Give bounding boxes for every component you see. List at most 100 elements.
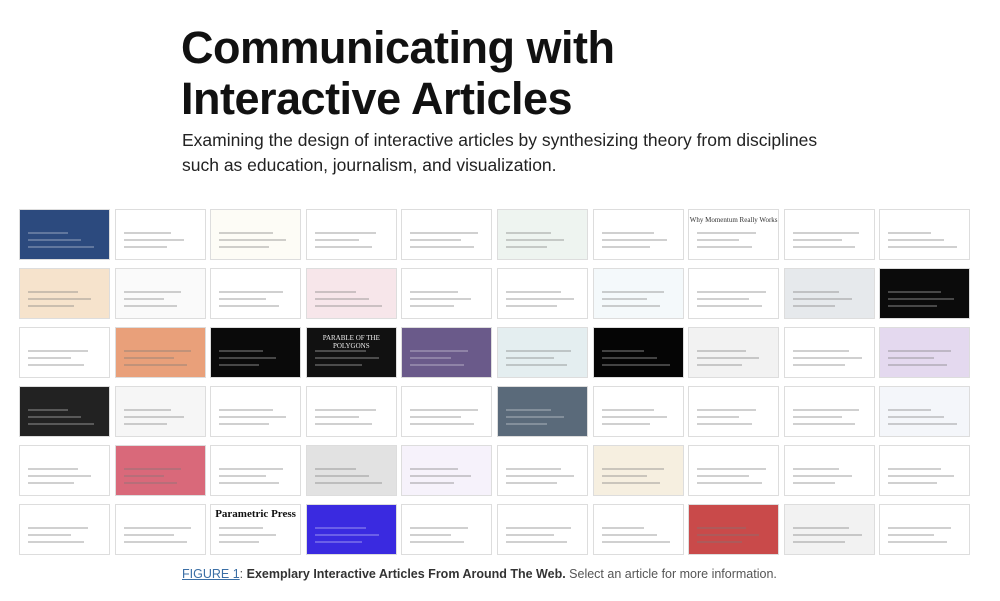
thumbnail-decoration: [314, 409, 376, 411]
article-thumbnail[interactable]: [19, 445, 110, 496]
thumbnail-decoration: [219, 475, 267, 477]
article-thumbnail[interactable]: [592, 268, 684, 319]
article-thumbnail[interactable]: [114, 386, 206, 437]
article-thumbnail[interactable]: [401, 504, 493, 555]
article-thumbnail[interactable]: [592, 327, 684, 378]
article-thumbnail[interactable]: [401, 445, 493, 496]
article-thumbnail[interactable]: [210, 386, 302, 437]
article-thumbnail[interactable]: [879, 445, 971, 496]
article-thumbnail[interactable]: [783, 268, 875, 319]
thumbnail-decoration: [697, 416, 740, 418]
thumbnail-decoration: [123, 527, 191, 529]
figure-link[interactable]: FIGURE 1: [182, 567, 240, 581]
article-thumbnail[interactable]: [688, 504, 780, 555]
article-thumbnail[interactable]: [783, 327, 875, 378]
thumbnail-decoration: [601, 246, 650, 248]
article-thumbnail[interactable]: [210, 268, 302, 319]
thumbnail-decoration: [792, 423, 855, 425]
thumbnail-decoration: [123, 291, 181, 293]
article-thumbnail[interactable]: [592, 504, 684, 555]
thumbnail-decoration: [697, 239, 740, 241]
article-thumbnail[interactable]: [783, 209, 875, 260]
thumbnail-decoration: [505, 534, 554, 536]
thumbnail-decoration: [601, 291, 664, 293]
article-thumbnail[interactable]: [879, 209, 971, 260]
caption-bold: Exemplary Interactive Articles From Arou…: [246, 567, 566, 581]
article-thumbnail[interactable]: [496, 386, 588, 437]
article-thumbnail[interactable]: [19, 268, 110, 319]
article-thumbnail[interactable]: [401, 268, 493, 319]
article-thumbnail[interactable]: [305, 504, 397, 555]
article-thumbnail[interactable]: [19, 386, 110, 437]
article-thumbnail[interactable]: [305, 386, 397, 437]
article-thumbnail[interactable]: [783, 386, 875, 437]
article-thumbnail[interactable]: [688, 445, 780, 496]
thumbnail-decoration: [505, 298, 574, 300]
article-thumbnail[interactable]: [305, 268, 397, 319]
thumbnail-decoration: [601, 357, 657, 359]
article-thumbnail[interactable]: [592, 209, 684, 260]
article-thumbnail[interactable]: [19, 504, 110, 555]
thumbnail-decoration: [505, 423, 547, 425]
article-thumbnail[interactable]: [210, 327, 302, 378]
article-thumbnail[interactable]: [688, 386, 780, 437]
article-thumbnail[interactable]: Parametric Press: [210, 504, 302, 555]
thumbnail-decoration: [697, 232, 757, 234]
article-thumbnail[interactable]: [592, 386, 684, 437]
article-thumbnail[interactable]: [114, 268, 206, 319]
thumbnail-decoration: [792, 246, 855, 248]
thumbnail-decoration: [410, 364, 465, 366]
thumbnail-decoration: [123, 482, 177, 484]
thumbnail-decoration: [219, 364, 260, 366]
thumbnail-decoration: [219, 482, 280, 484]
thumbnail-decoration: [697, 468, 767, 470]
article-thumbnail[interactable]: [496, 327, 588, 378]
article-thumbnail[interactable]: [114, 504, 206, 555]
article-thumbnail[interactable]: [688, 268, 780, 319]
article-thumbnail[interactable]: [496, 209, 588, 260]
article-thumbnail[interactable]: [688, 327, 780, 378]
thumbnail-decoration: [697, 534, 760, 536]
article-thumbnail[interactable]: [496, 445, 588, 496]
thumbnail-decoration: [505, 475, 574, 477]
article-thumbnail[interactable]: [879, 504, 971, 555]
thumbnail-decoration: [601, 482, 660, 484]
thumbnail-decoration: [123, 364, 187, 366]
thumbnail-decoration: [792, 350, 849, 352]
thumbnail-decoration: [314, 298, 369, 300]
article-thumbnail[interactable]: [783, 445, 875, 496]
article-thumbnail[interactable]: [401, 327, 493, 378]
article-thumbnail[interactable]: PARABLE OF THE POLYGONS: [305, 327, 397, 378]
thumbnail-decoration: [601, 409, 654, 411]
article-thumbnail[interactable]: [879, 327, 971, 378]
article-thumbnail[interactable]: [496, 268, 588, 319]
article-thumbnail[interactable]: [879, 268, 971, 319]
article-thumbnail[interactable]: [114, 327, 206, 378]
article-thumbnail[interactable]: [114, 445, 206, 496]
thumbnail-decoration: [410, 409, 479, 411]
thumbnail-decoration: [697, 541, 743, 543]
article-thumbnail[interactable]: [210, 209, 302, 260]
article-thumbnail[interactable]: [401, 209, 493, 260]
thumbnail-decoration: [410, 527, 469, 529]
article-thumbnail[interactable]: [592, 445, 684, 496]
article-thumbnail[interactable]: [401, 386, 493, 437]
article-thumbnail[interactable]: [210, 445, 302, 496]
thumbnail-decoration: [792, 534, 862, 536]
thumbnail-decoration: [219, 246, 270, 248]
thumbnail-decoration: [697, 475, 750, 477]
article-thumbnail[interactable]: Why Momentum Really Works: [688, 209, 780, 260]
article-thumbnail[interactable]: [305, 445, 397, 496]
article-thumbnail[interactable]: [783, 504, 875, 555]
article-thumbnail[interactable]: [19, 327, 110, 378]
article-thumbnail[interactable]: [879, 386, 971, 437]
article-thumbnail[interactable]: [19, 209, 110, 260]
article-thumbnail[interactable]: [114, 209, 206, 260]
thumbnail-decoration: [314, 541, 362, 543]
article-thumbnail[interactable]: [496, 504, 588, 555]
thumbnail-decoration: [219, 291, 284, 293]
thumbnail-decoration: [505, 291, 561, 293]
thumbnail-decoration: [314, 534, 379, 536]
thumbnail-decoration: [888, 305, 938, 307]
article-thumbnail[interactable]: [305, 209, 397, 260]
